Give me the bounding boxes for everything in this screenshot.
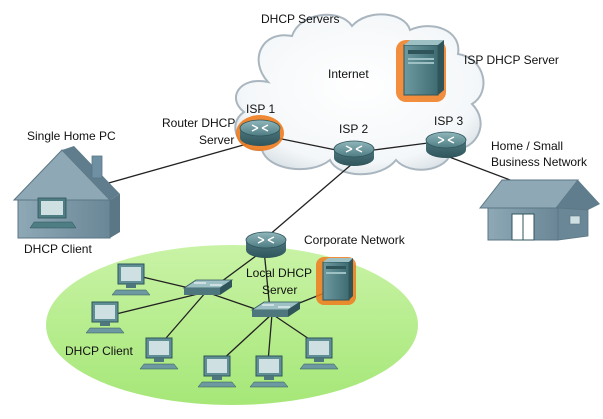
label-isp3: ISP 3 xyxy=(434,114,464,128)
label-single-home-pc: Single Home PC xyxy=(27,129,116,143)
label-internet: Internet xyxy=(328,67,369,81)
lan-pc-icon xyxy=(197,355,237,388)
link-isp2-corporate xyxy=(267,163,353,237)
label-home-small-line1: Home / Small xyxy=(491,139,564,153)
business-house-icon xyxy=(478,179,600,241)
label-local-dhcp-line1: Local DHCP xyxy=(246,266,313,280)
switch-right-icon xyxy=(250,301,302,317)
label-dhcp-client-lan: DHCP Client xyxy=(65,344,133,358)
label-router-dhcp-line1: Router DHCP xyxy=(162,116,236,130)
corporate-router-icon xyxy=(245,231,287,258)
label-corporate-network: Corporate Network xyxy=(304,233,405,247)
lan-pc-icon xyxy=(85,301,125,334)
lan-pc-icon xyxy=(139,337,179,370)
label-isp-dhcp-server: ISP DHCP Server xyxy=(464,53,559,67)
label-dhcp-client-home: DHCP Client xyxy=(24,242,92,256)
label-local-dhcp-line2: Server xyxy=(262,283,298,297)
local-dhcp-server-icon xyxy=(316,257,356,305)
lan-pc-icon xyxy=(249,355,289,388)
label-home-small-line2: Business Network xyxy=(491,155,588,169)
link-isp1-isp2 xyxy=(271,136,337,151)
link-isp2-isp3 xyxy=(373,142,429,151)
label-dhcp-servers: DHCP Servers xyxy=(261,12,340,26)
label-isp1: ISP 1 xyxy=(246,102,276,116)
link-isp1-home xyxy=(97,141,255,187)
isp3-router-icon xyxy=(425,131,467,158)
label-isp2: ISP 2 xyxy=(339,122,369,136)
lan-pc-icon xyxy=(299,337,339,370)
single-home-house-icon xyxy=(12,146,120,239)
label-router-dhcp-line2: Server xyxy=(199,133,235,147)
isp-dhcp-server-icon xyxy=(396,40,446,102)
lan-pc-icon xyxy=(111,263,151,296)
isp1-router-icon xyxy=(236,115,284,151)
connection-lines xyxy=(97,136,527,237)
switch-left-icon xyxy=(182,279,234,295)
isp2-router-icon xyxy=(333,140,375,166)
